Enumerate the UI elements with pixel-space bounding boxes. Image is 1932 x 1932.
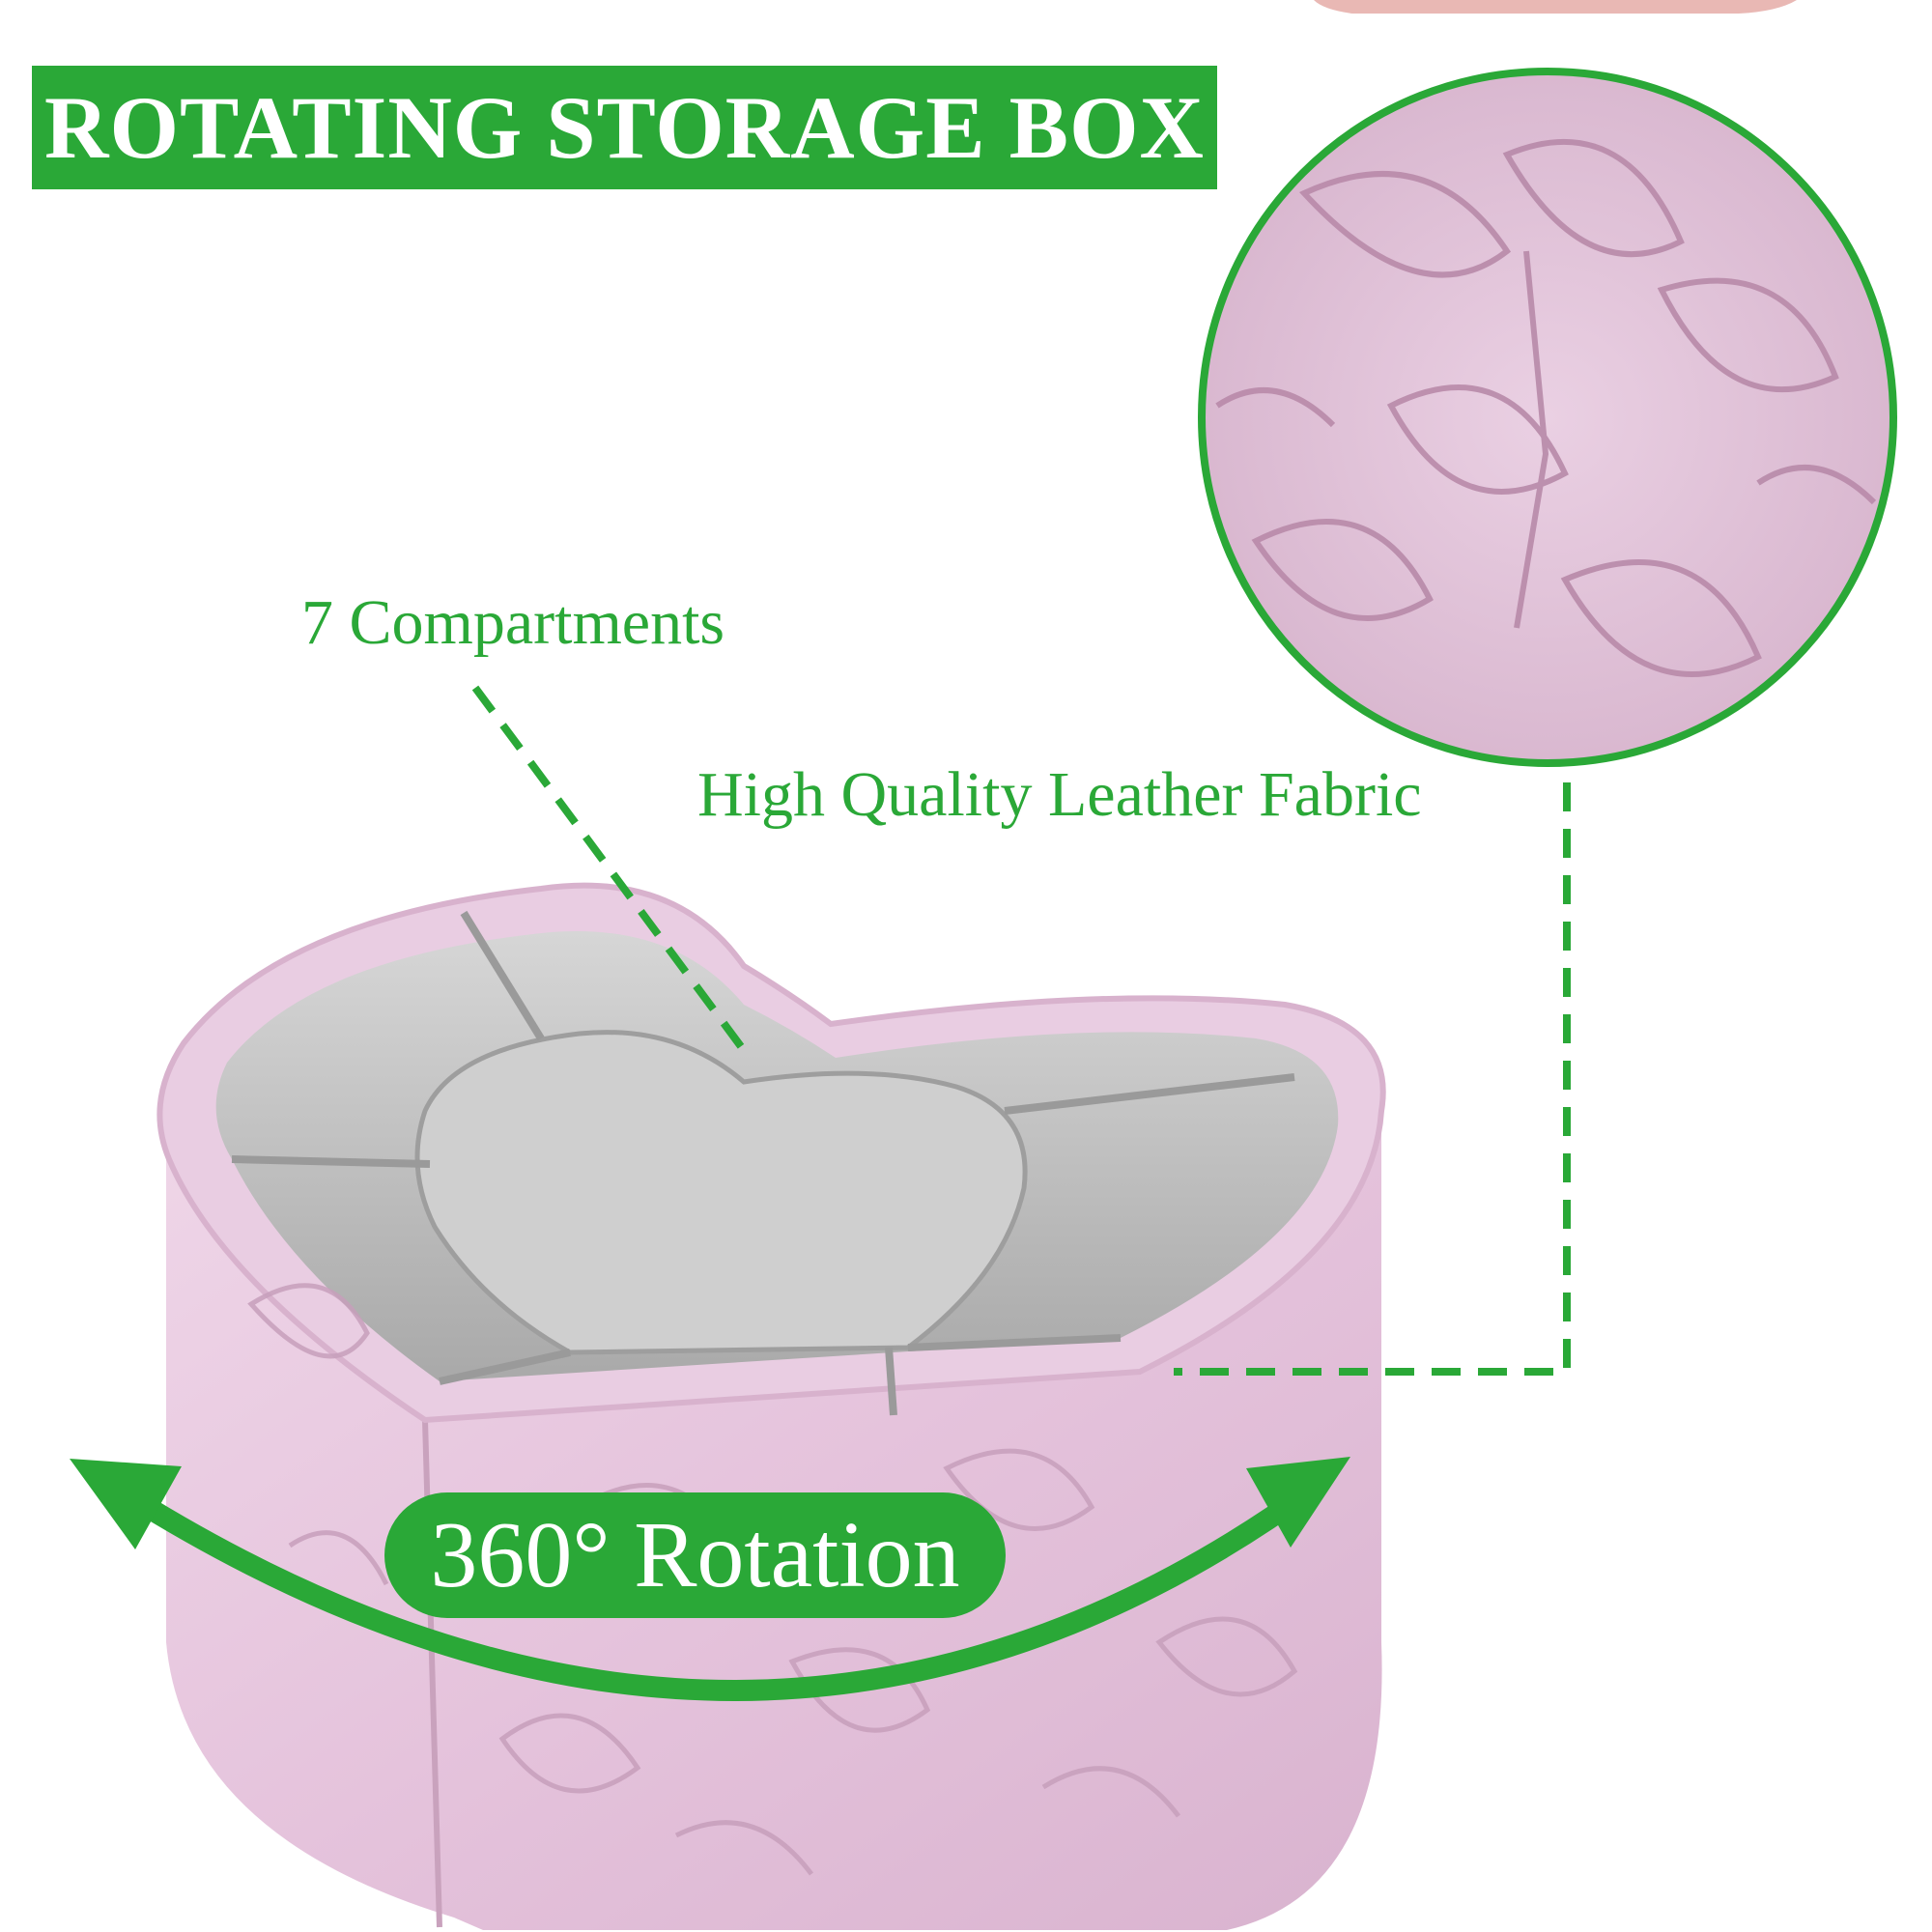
rotation-label: 360° Rotation bbox=[430, 1503, 960, 1607]
rotation-arrowhead-left bbox=[70, 1459, 182, 1549]
heart-storage-box bbox=[156, 882, 1386, 1930]
compartments-leader-line bbox=[471, 685, 750, 1056]
title-banner: ROTATING STORAGE BOX bbox=[32, 66, 1217, 189]
leather-leader-line bbox=[1174, 782, 1571, 1376]
rotation-badge: 360° Rotation bbox=[384, 1492, 1006, 1618]
leather-label: High Quality Leather Fabric bbox=[697, 759, 1422, 830]
partial-object-top bbox=[1314, 0, 1797, 14]
rotation-arc bbox=[110, 1478, 1321, 1701]
compartment-dividers bbox=[231, 910, 1295, 1416]
center-heart-compartment bbox=[414, 1030, 1028, 1355]
leather-texture-zoom bbox=[1198, 68, 1897, 767]
compartments-label: 7 Compartments bbox=[301, 587, 725, 658]
rotation-arrowhead-right bbox=[1246, 1457, 1350, 1548]
zoom-circle-border bbox=[1198, 68, 1897, 767]
page-title: ROTATING STORAGE BOX bbox=[44, 78, 1205, 177]
